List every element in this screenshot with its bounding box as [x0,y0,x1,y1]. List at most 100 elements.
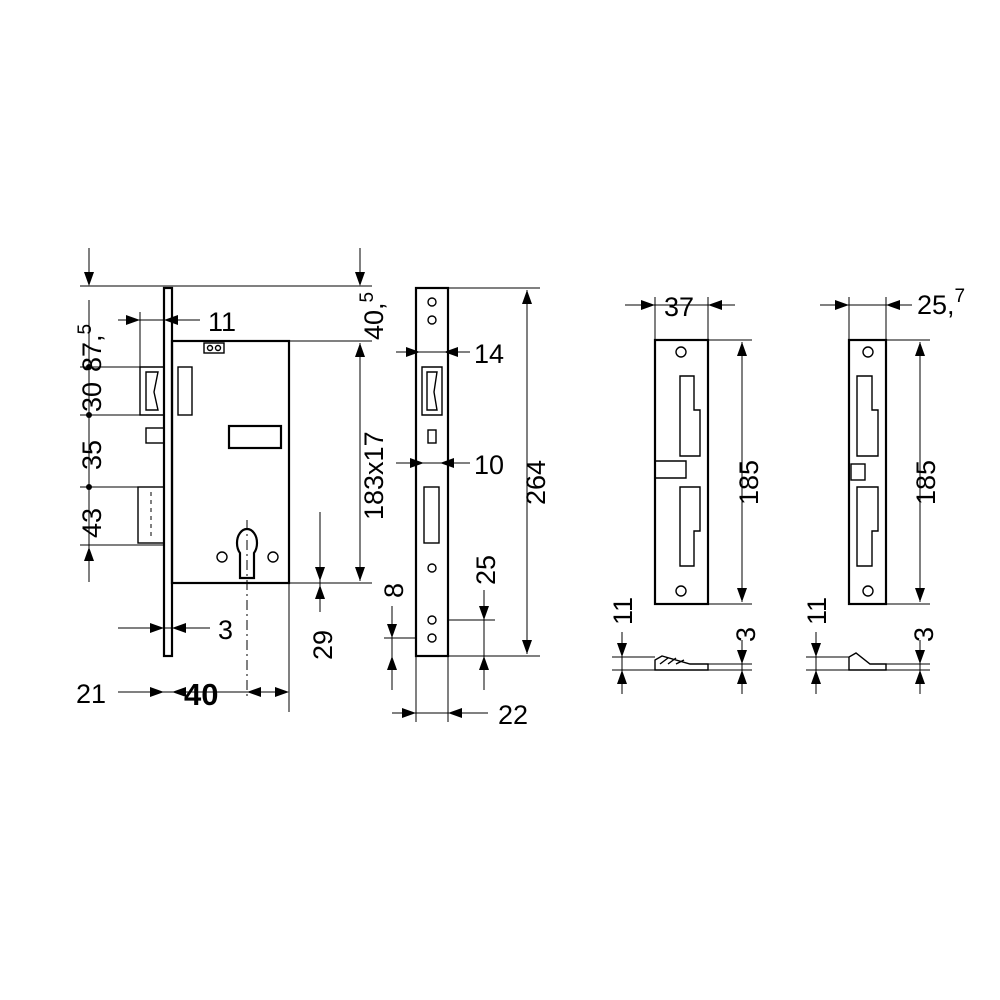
dim-label-25: 25 [471,555,501,585]
strike-screw-hole [862,346,874,358]
clip-hole [206,344,214,352]
dim-dot [86,364,92,370]
dim-arrow [406,347,420,357]
forend-screw-hole [427,315,437,325]
dim-arrow [84,547,94,561]
case-window [227,424,283,450]
dim-dot [86,412,92,418]
strike-profile-shape [848,652,887,671]
strike-plate-b-profile [848,652,887,671]
strike-bolt-opening [679,486,701,567]
strike-latch-opening [856,375,879,457]
dim-label-3-a: 3 [731,627,761,642]
dim-label-8: 8 [379,583,409,598]
dim-arrow [737,342,747,356]
dim-arrow [172,687,186,697]
forend-dimensions: 14 10 264 25 8 22 [379,287,551,730]
dim-label-21: 21 [76,679,106,709]
case-top-clip [203,342,225,354]
dim-arrow [708,300,722,310]
forend-screw-hole [427,633,437,643]
dim-arrow [315,567,325,581]
dim-arrow [737,670,747,684]
dim-arrow [835,300,849,310]
strike-screw-hole [675,346,687,358]
strike-lip [655,460,687,479]
dim-label-14: 14 [474,339,504,369]
dim-label-22: 22 [498,700,528,730]
lock-forend-plate [162,286,174,658]
dim-label-30: 30 [77,382,107,412]
strike-plate-a [653,338,710,606]
forend-guard-opening [427,429,437,444]
dim-arrow [522,290,532,304]
dim-arrow [811,643,821,657]
dim-label-11-b: 11 [802,597,832,625]
forend-latch-opening [421,366,443,416]
dim-arrow [915,670,925,684]
dim-arrow [479,606,489,620]
guard-bolt [145,427,165,444]
forend-bolt-opening [423,486,440,544]
cylinder-profile [235,527,259,580]
dim-arrow [355,567,365,581]
dim-arrow [522,640,532,654]
dead-bolt [137,486,165,544]
dim-label-40-5: 40,5 [357,292,389,340]
dim-arrow [247,687,261,697]
dim-dot [86,484,92,490]
dim-arrow [355,272,365,286]
dim-arrow [617,643,627,657]
lock-body-view [137,286,291,700]
dim-arrow [150,687,164,697]
dim-label-40: 40 [184,677,218,712]
latch-bolt [139,366,165,416]
dim-label-183x17: 183x17 [359,431,389,520]
dim-arrow [444,347,458,357]
dim-arrow [410,458,424,468]
dim-arrow [315,585,325,599]
dim-label-37: 37 [664,292,694,322]
dim-arrow [915,650,925,664]
dim-arrow [737,588,747,602]
dim-arrow [641,300,655,310]
dim-label-10: 10 [474,450,504,480]
forend-screw-hole [427,615,437,625]
dim-arrow [915,342,925,356]
dim-label-264: 264 [521,460,551,505]
dim-arrow [440,458,454,468]
strike-latch-opening [679,375,701,457]
dim-label-3-b: 3 [909,627,939,642]
dim-arrow [811,670,821,684]
dim-label-11-a: 11 [608,597,638,625]
dim-label-29: 29 [308,630,338,660]
strike-plate-a-dimensions: 37 185 11 3 [608,292,764,694]
dim-arrow [886,300,900,310]
dim-arrow [355,343,365,357]
lock-body-dimensions: 87,5 30 35 43 11 40,5 183x17 29 3 [75,248,389,712]
dim-label-43: 43 [77,508,107,538]
dim-arrow [479,656,489,670]
case-screw-hole [216,551,228,563]
strike-plate-b-dimensions: 25,7 185 11 3 [802,286,965,694]
dim-arrow [387,656,397,670]
strike-plate-a-profile [654,655,709,671]
dim-label-35: 35 [77,440,107,470]
dim-arrow [172,623,186,633]
strike-screw-hole [862,585,874,597]
dim-label-185-a: 185 [734,460,764,505]
strike-plate-b-body [847,338,888,606]
clip-hole [214,344,222,352]
strike-bolt-opening [856,486,879,567]
dim-arrow [617,670,627,684]
dim-label-3-face: 3 [218,615,233,645]
dim-arrow [164,315,178,325]
strike-plate-b [847,338,888,606]
dim-arrow [126,315,140,325]
forend-screw-hole [427,563,437,573]
dim-arrow [150,623,164,633]
dim-label-87-5: 87,5 [75,324,107,372]
forend-screw-hole [427,297,437,307]
dim-arrow [448,708,462,718]
